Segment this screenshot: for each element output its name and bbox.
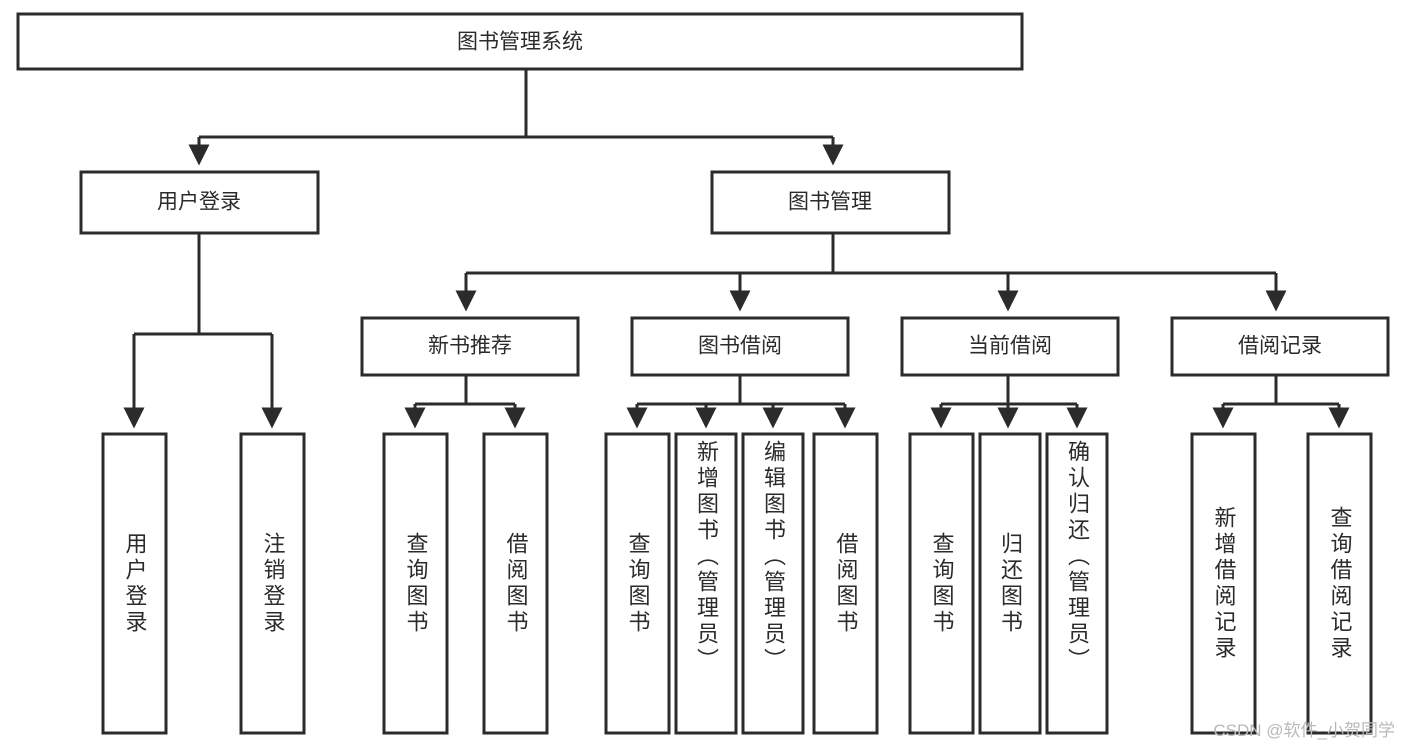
node-leaf-query-record-label: 查询借阅记录 (1327, 505, 1353, 662)
node-leaf-user-logout[interactable] (239, 432, 306, 735)
leaf-label-holder-user-login: 用户登录 (122, 531, 148, 636)
node-leaf-return-book-box[interactable] (978, 432, 1042, 735)
node-user-login-label: 用户登录 (157, 191, 241, 214)
node-user-login[interactable]: 用户登录 (79, 170, 320, 235)
leaf-label-holder-query-book-3: 查询图书 (929, 531, 955, 636)
node-leaf-confirm-return-box[interactable] (1045, 432, 1109, 735)
node-root[interactable]: 图书管理系统 (16, 12, 1024, 71)
node-leaf-query-book-3[interactable] (908, 432, 975, 735)
leaf-label-holder-edit-book: 编辑图书（管理员） (761, 440, 786, 674)
node-leaf-borrow-book-2[interactable] (812, 432, 879, 735)
node-user-login-box[interactable] (79, 170, 320, 235)
node-leaf-add-record[interactable] (1190, 432, 1257, 735)
node-leaf-confirm-return[interactable] (1045, 432, 1109, 735)
leaf-label-holder-borrow-book-2: 借阅图书 (833, 531, 859, 636)
leaf-label-holder-add-book: 新增图书（管理员） (694, 440, 719, 674)
node-leaf-query-book-2[interactable] (604, 432, 671, 735)
node-leaf-edit-book-box[interactable] (741, 432, 805, 735)
node-new-book-recommend-label: 新书推荐 (428, 335, 512, 358)
node-leaf-query-book-3-label: 查询图书 (929, 531, 955, 636)
node-leaf-add-book-label: 新增图书（管理员） (694, 440, 719, 674)
node-borrow-record-box[interactable] (1170, 316, 1390, 377)
leaf-label-holder-query-book-2: 查询图书 (625, 531, 651, 636)
node-leaf-query-book-1-box[interactable] (382, 432, 449, 735)
node-leaf-edit-book[interactable] (741, 432, 805, 735)
node-root-label: 图书管理系统 (457, 31, 583, 54)
node-leaf-query-record[interactable] (1306, 432, 1373, 735)
node-borrow-record-label: 借阅记录 (1238, 335, 1322, 358)
leaf-label-holder-borrow-book-1: 借阅图书 (503, 531, 529, 636)
node-leaf-edit-book-label: 编辑图书（管理员） (761, 440, 786, 674)
node-leaf-confirm-return-label: 确认归还（管理员） (1065, 440, 1090, 674)
node-borrow-record[interactable]: 借阅记录 (1170, 316, 1390, 377)
node-leaf-query-book-1-label: 查询图书 (403, 531, 429, 636)
node-current-borrow-label: 当前借阅 (968, 335, 1052, 358)
leaf-label-holder-confirm-return: 确认归还（管理员） (1065, 440, 1090, 674)
csdn-watermark: CSDN @软件_小贺同学 (1213, 721, 1395, 740)
node-leaf-borrow-book-1[interactable] (482, 432, 549, 735)
node-book-borrow[interactable]: 图书借阅 (630, 316, 850, 377)
node-leaf-borrow-book-1-box[interactable] (482, 432, 549, 735)
node-current-borrow[interactable]: 当前借阅 (900, 316, 1120, 377)
node-new-book-recommend[interactable]: 新书推荐 (360, 316, 580, 377)
leaf-label-holder-query-record: 查询借阅记录 (1327, 505, 1353, 662)
node-leaf-query-book-1[interactable] (382, 432, 449, 735)
node-book-admin[interactable]: 图书管理 (710, 170, 951, 235)
node-root-box[interactable] (16, 12, 1024, 71)
node-leaf-query-book-2-label: 查询图书 (625, 531, 651, 636)
node-book-admin-label: 图书管理 (788, 191, 872, 214)
node-leaf-return-book-label: 归还图书 (998, 531, 1023, 636)
node-leaf-borrow-book-2-box[interactable] (812, 432, 879, 735)
node-leaf-borrow-book-1-label: 借阅图书 (503, 531, 529, 636)
node-leaf-query-book-2-box[interactable] (604, 432, 671, 735)
node-leaf-add-book[interactable] (674, 432, 738, 735)
node-leaf-user-login[interactable] (101, 432, 168, 735)
node-leaf-add-record-box[interactable] (1190, 432, 1257, 735)
node-leaf-borrow-book-2-label: 借阅图书 (833, 531, 859, 636)
leaf-label-holder-add-record: 新增借阅记录 (1211, 505, 1237, 662)
leaf-label-holder-user-logout: 注销登录 (260, 531, 286, 636)
connector-layer (123, 69, 1350, 429)
node-leaf-add-book-box[interactable] (674, 432, 738, 735)
node-leaf-add-record-label: 新增借阅记录 (1211, 505, 1237, 662)
leaf-label-holder-return-book: 归还图书 (998, 531, 1023, 636)
node-book-borrow-label: 图书借阅 (698, 335, 782, 358)
node-leaf-user-login-box[interactable] (101, 432, 168, 735)
leaf-label-holder-query-book-1: 查询图书 (403, 531, 429, 636)
node-leaf-user-logout-box[interactable] (239, 432, 306, 735)
node-leaf-query-record-box[interactable] (1306, 432, 1373, 735)
node-leaf-user-logout-label: 注销登录 (260, 531, 286, 636)
node-leaf-user-login-label: 用户登录 (122, 531, 148, 636)
node-leaf-query-book-3-box[interactable] (908, 432, 975, 735)
node-book-admin-box[interactable] (710, 170, 951, 235)
node-book-borrow-box[interactable] (630, 316, 850, 377)
node-current-borrow-box[interactable] (900, 316, 1120, 377)
node-new-book-recommend-box[interactable] (360, 316, 580, 377)
node-leaf-return-book[interactable] (978, 432, 1042, 735)
